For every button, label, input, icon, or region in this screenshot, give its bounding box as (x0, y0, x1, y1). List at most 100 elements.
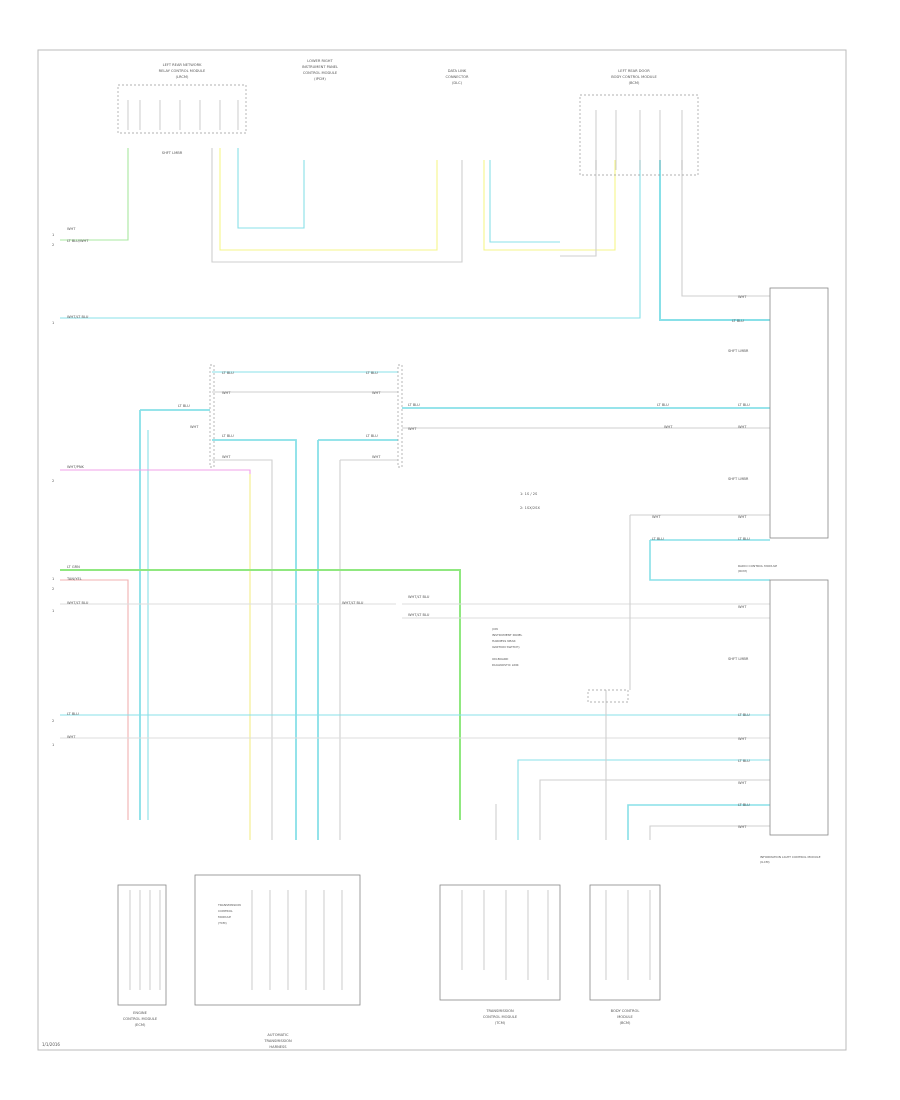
label-ilcm-name-2: (ILCM) (760, 860, 770, 864)
label-wht-ltblu-e: WHT/LT BLU (408, 613, 430, 617)
splice-left (209, 364, 215, 468)
label-atrans-inner-2: CONTROL (218, 909, 233, 913)
label-ltblu-b: LT BLU (67, 712, 79, 716)
relay-box-top-left (117, 84, 247, 134)
label-wht-s4: WHT (408, 427, 417, 431)
wire-cyan-to-rcm (659, 160, 770, 321)
side-marker-9: 1 (52, 743, 54, 747)
wire-tcm-cyan (517, 759, 770, 840)
label-ltblu-r5: LT BLU (738, 803, 750, 807)
label-tcm-2: CONTROL MODULE (483, 1015, 518, 1019)
label-atrans-3: HARNESS (269, 1045, 287, 1049)
wire-right-cyan (649, 539, 770, 581)
wire-bcm-gray (649, 825, 770, 840)
label-ipcm-4: (IPCM) (314, 77, 326, 81)
label-atrans-inner-4: (TCM) (218, 921, 227, 925)
wire-grn-long (60, 569, 461, 820)
label-wht-ltblu-d: WHT/LT BLU (408, 595, 430, 599)
side-marker-3: 1 (52, 321, 54, 325)
label-ltblu-r1: LT BLU (652, 537, 664, 541)
label-wht-s1: WHT (222, 391, 231, 395)
label-shft-lmbr-rcm: SHFT LMBR (728, 349, 749, 353)
label-wht-ltblu-b: WHT/LT BLU (67, 601, 89, 605)
label-ilcm-name-1: INFORMATION LIGHT CONTROL MODULE (760, 855, 821, 859)
label-wht-s3: WHT (190, 425, 199, 429)
label-wht-r1: WHT (652, 515, 661, 519)
label-dlc-1: DATA LINK (448, 69, 467, 73)
label-ltblu-s4: LT BLU (408, 403, 420, 407)
label-wht-ltblu-a: WHT/LT BLU (67, 315, 89, 319)
wire-top-yellow (219, 148, 438, 251)
wire-tcm-gray (539, 779, 770, 840)
label-bcm-top-3: (BCM) (629, 81, 640, 85)
bcm-box (589, 884, 661, 1001)
ecm-box (117, 884, 167, 1006)
label-ltblu-wht-a: LT BLU/WHT (67, 239, 89, 243)
label-bcm-1: BODY CONTROL (611, 1009, 640, 1013)
label-wht-s7: WHT (222, 455, 231, 459)
label-ltblu-s5: LT BLU (657, 403, 669, 407)
label-ltblu-r3: LT BLU (738, 713, 750, 717)
label-wht-rcm: WHT (738, 295, 747, 299)
side-marker-4: 2 (52, 479, 54, 483)
label-wht-s5: WHT (664, 425, 673, 429)
label-atrans-inner-3: MODULE (218, 915, 231, 919)
note-5: ON-BOARD (492, 657, 509, 661)
label-ltblu-r2: LT BLU (738, 537, 750, 541)
label-lrcm-2: RELAY CONTROL MODULE (159, 69, 206, 73)
label-wht-r5: WHT (738, 781, 747, 785)
wire-top-right-yellow (483, 160, 616, 251)
label-wht-s2: WHT (372, 391, 381, 395)
note-1: (ON (492, 627, 498, 631)
side-marker-7: 1 (52, 609, 54, 613)
label-dlc-2: CONNECTOR (445, 75, 469, 79)
wire-atrans-gray-2 (339, 459, 398, 840)
wire-atrans-cyan (212, 439, 297, 840)
label-shft-lmbr-rcm-2: SHFT LMBR (728, 477, 749, 481)
wire-group (60, 148, 770, 840)
label-ltblu-s3: LT BLU (178, 404, 190, 408)
side-marker-1: 1 (52, 233, 54, 237)
label-ipcm-2: INSTRUMENT PANEL (302, 65, 338, 69)
wire-bcm-cyan (627, 804, 770, 840)
side-marker-2: 2 (52, 243, 54, 247)
label-atrans-inner-1: TRANSMISSION (217, 903, 241, 907)
label-bcm-2: MODULE (617, 1015, 633, 1019)
label-ltblu-s1: LT BLU (222, 371, 234, 375)
label-rcm-name-2: (RCM) (738, 569, 747, 573)
label-wht-r4: WHT (738, 737, 747, 741)
label-ltblu-s7: LT BLU (222, 434, 234, 438)
label-wht-pnk: WHT/PNK (67, 465, 85, 469)
dlc-connector (587, 689, 629, 703)
note-2: INSTRUMENT PANEL (492, 633, 522, 637)
label-ltblu-r4: LT BLU (738, 759, 750, 763)
wire-top-right-gray (560, 160, 597, 257)
label-shft-lmbr-top: SHFT LMBR (162, 151, 183, 155)
atrans-box (194, 874, 361, 1006)
label-wht-ltblu-c: WHT/LT BLU (342, 601, 364, 605)
module-box-top-right (579, 94, 699, 176)
wire-wht-ltblu-long (60, 160, 641, 319)
side-marker-5: 1 (52, 577, 54, 581)
page-code: 1/1/2016 (42, 1042, 60, 1047)
label-tcm-1: TRANSMISSION (485, 1009, 514, 1013)
side-marker-8: 2 (52, 719, 54, 723)
label-wht-s8: WHT (372, 455, 381, 459)
label-bcm-top-2: BODY CONTROL MODULE (611, 75, 657, 79)
label-ltblu-s2: LT BLU (366, 371, 378, 375)
label-ltblu-rcm: LT BLU (732, 319, 744, 323)
label-wht-a: WHT (67, 227, 76, 231)
label-rcm-name-1: RADIO CONTROL MODULE (738, 564, 777, 568)
wire-top-right-cyan-a (489, 160, 560, 243)
side-marker-6: 2 (52, 587, 54, 591)
label-wht-r6: WHT (738, 825, 747, 829)
module-box-ilcm (769, 579, 829, 836)
label-ecm-2: CONTROL MODULE (123, 1017, 158, 1021)
label-ipcm-1: LOWER RIGHT (307, 59, 333, 63)
pin-stubs (127, 100, 683, 990)
label-dlc-3: (DLC) (452, 81, 463, 85)
wire-top-cyan (237, 148, 305, 229)
wire-gray-to-rcm (681, 160, 770, 297)
label-wht-r3: WHT (738, 605, 747, 609)
